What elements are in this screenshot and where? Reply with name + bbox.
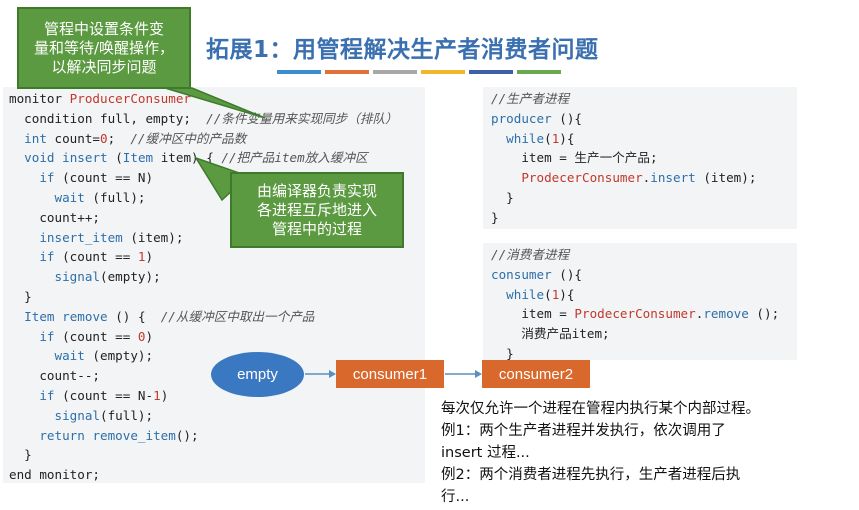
code-line: ProdecerConsumer.insert (item);: [521, 170, 757, 186]
code-line: if (count == N-1): [39, 387, 169, 403]
code-line: end monitor;: [9, 467, 100, 483]
consumer2-box: consumer2: [482, 360, 590, 388]
code-line: return remove_item();: [39, 427, 199, 443]
page-title: 拓展1：用管程解决生产者消费者问题: [206, 37, 599, 63]
code-line: insert_item (item);: [39, 229, 184, 245]
code-line: wait (empty);: [54, 348, 154, 364]
code-line: while(1){: [506, 130, 575, 146]
consumer-code: //消费者进程 consumer (){ while(1){ item = Pr…: [491, 245, 779, 364]
consumer-code-panel: [483, 243, 797, 360]
code-line: void insert (Item item) { //把产品item放入缓冲区: [24, 150, 368, 166]
code-line: 消费产品item;: [491, 326, 610, 342]
note-line: insert 过程...: [441, 445, 530, 461]
code-line: consumer (){: [491, 266, 583, 282]
code-line: }: [9, 447, 32, 463]
title-bar-1: [277, 70, 321, 74]
producer-code: //生产者进程 producer (){ while(1){ item = 生产…: [491, 89, 756, 228]
code-line: if (count == N): [39, 170, 154, 186]
code-comment: //从缓冲区中取出一个产品: [160, 308, 315, 324]
title-bar-5: [469, 70, 513, 74]
code-comment: //把产品item放入缓冲区: [221, 150, 368, 166]
empty-condition-ellipse: empty: [211, 352, 304, 397]
callout-line: 由编译器负责实现: [256, 181, 377, 200]
code-line: item = ProdecerConsumer.remove ();: [491, 306, 780, 322]
code-line: count--;: [9, 368, 100, 384]
code-line: signal(full);: [54, 407, 154, 423]
callout-mutex-note: 由编译器负责实现 各进程互斥地进入 管程中的过程: [230, 172, 404, 248]
ellipse-label: empty: [237, 366, 278, 383]
code-token: ProducerConsumer: [69, 91, 191, 106]
code-line: producer (){: [491, 110, 583, 126]
note-line: 例1：两个生产者进程并发执行，依次调用了: [441, 423, 726, 439]
code-comment: //生产者进程: [491, 91, 570, 106]
title-bar-2: [325, 70, 369, 74]
title-bar-3: [373, 70, 417, 74]
callout-line: 管程中的过程: [271, 219, 362, 238]
explanation-note: 每次仅允许一个进程在管程内执行某个内部过程。 例1：两个生产者进程并发执行，依次…: [441, 398, 853, 508]
code-comment: //条件变量用来实现同步（排队）: [206, 110, 398, 126]
note-line: 每次仅允许一个进程在管程内执行某个内部过程。: [441, 401, 760, 417]
note-line: 例2：两个消费者进程先执行，生产者进程后执: [441, 467, 741, 483]
code-comment: //消费者进程: [491, 247, 570, 262]
code-line: if (count == 1): [39, 249, 154, 265]
code-line: }: [9, 288, 32, 304]
code-line: signal(empty);: [54, 269, 161, 285]
code-line: item = 生产一个产品;: [491, 150, 658, 166]
code-line: int count=0; //缓冲区中的产品数: [24, 130, 247, 146]
code-line: condition full, empty; //条件变量用来实现同步（排队）: [9, 110, 398, 126]
callout-line: 各进程互斥地进入: [256, 200, 377, 219]
monitor-code-panel: [3, 87, 425, 483]
monitor-code: monitor ProducerConsumer condition full,…: [9, 89, 398, 485]
note-line: 行...: [441, 489, 470, 505]
code-line: if (count == 0): [39, 328, 154, 344]
code-line: while(1){: [506, 286, 575, 302]
code-line: monitor ProducerConsumer: [9, 91, 191, 106]
code-line: count++;: [9, 209, 100, 225]
title-bar-6: [517, 70, 561, 74]
callout-sync-note: 管程中设置条件变 量和等待/唤醒操作， 以解决同步问题: [17, 7, 191, 89]
callout-line: 以解决同步问题: [51, 57, 157, 76]
code-line: }: [491, 345, 514, 361]
title-bar-4: [421, 70, 465, 74]
consumer1-box: consumer1: [336, 360, 444, 388]
box-label: consumer2: [498, 365, 574, 383]
code-line: Item remove () { //从缓冲区中取出一个产品: [24, 308, 315, 324]
box-label: consumer1: [352, 365, 428, 383]
producer-code-panel: [483, 87, 797, 229]
callout-line: 管程中设置条件变: [43, 19, 164, 38]
code-line: }: [491, 209, 499, 225]
callout-line: 量和等待/唤醒操作，: [33, 38, 175, 57]
code-comment: //缓冲区中的产品数: [130, 130, 247, 146]
code-line: }: [491, 189, 514, 205]
code-line: wait (full);: [54, 189, 146, 205]
